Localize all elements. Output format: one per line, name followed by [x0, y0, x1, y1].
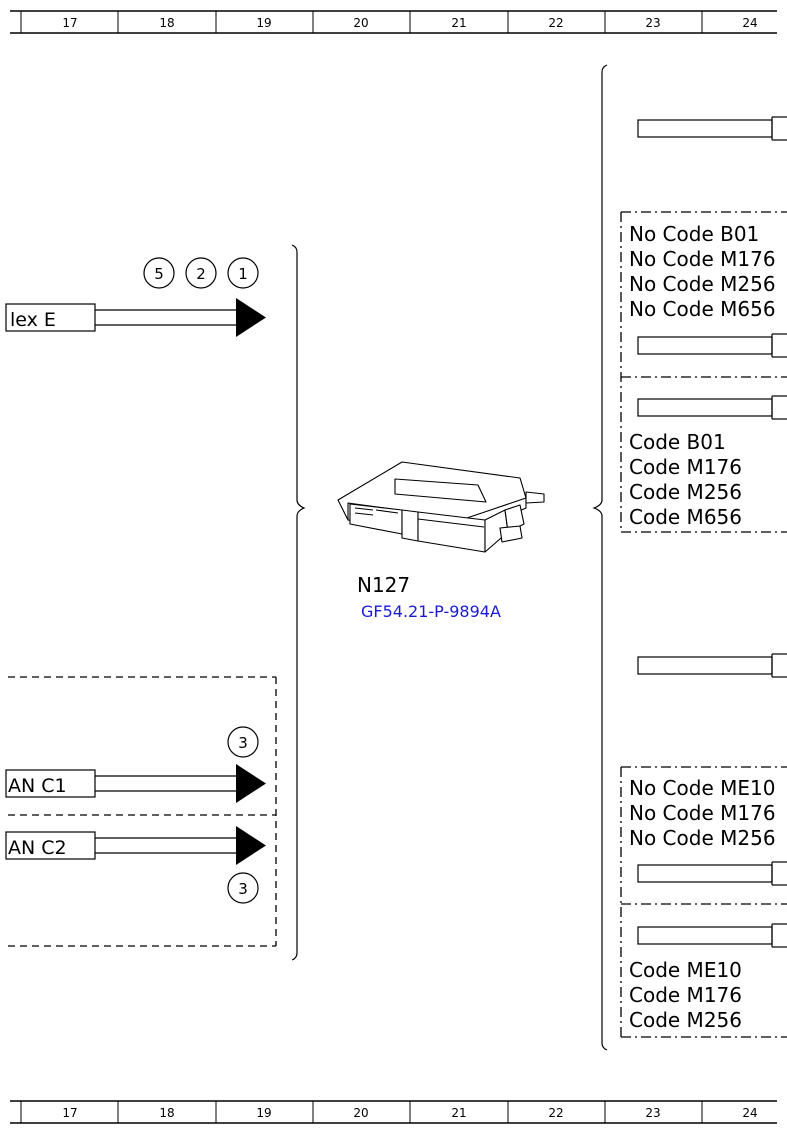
ruler-bottom-col-20: 20: [353, 1106, 368, 1120]
right-connector-2: [637, 333, 787, 358]
group1-not-code-m256: No Code M256: [629, 272, 776, 296]
component-id: N127: [357, 573, 410, 597]
can-c1-arrow-icon: [236, 764, 266, 803]
group2-not-code-m256: No Code M256: [629, 826, 776, 850]
ruler-top-col-23: 23: [645, 16, 660, 30]
can-c1-connector: AN C1 3: [5, 726, 266, 803]
group1-with-codes: Code B01 Code M176 Code M256 Code M656: [629, 430, 742, 529]
flexray-label-box: [5, 303, 96, 332]
group2-code-m256: Code M256: [629, 1008, 742, 1032]
flexray-note-circle-5: [143, 257, 175, 289]
group1-not-code-m656: No Code M656: [629, 297, 776, 321]
bottom-ruler: [10, 1100, 777, 1124]
can-c2-label: AN C2: [8, 837, 67, 859]
group1-not-codes: No Code B01 No Code M176 No Code M256 No…: [629, 222, 776, 321]
ruler-top-col-18: 18: [159, 16, 174, 30]
component-reference-link[interactable]: GF54.21-P-9894A: [361, 602, 501, 621]
flexray-note-5: 5: [154, 265, 164, 283]
flexray-label: lex E: [10, 309, 56, 331]
group1-code-m656: Code M656: [629, 505, 742, 529]
group2-with-codes: Code ME10 Code M176 Code M256: [629, 958, 742, 1032]
ruler-bottom-col-18: 18: [159, 1106, 174, 1120]
can-c1-note-circle: [227, 726, 259, 758]
group2-code-m176: Code M176: [629, 983, 742, 1007]
ruler-top-col-21: 21: [451, 16, 466, 30]
flexray-arrow-icon: [236, 298, 266, 337]
can-c2-arrow-icon: [236, 826, 266, 865]
right-group-2-box: [620, 766, 787, 1038]
flexray-note-1: 1: [238, 265, 248, 283]
can-dashed-box: [8, 676, 277, 947]
can-c1-label: AN C1: [8, 775, 67, 797]
right-connector-5: [637, 861, 787, 886]
control-unit-icon: [337, 461, 545, 553]
right-brace: [592, 64, 608, 1051]
ruler-bottom-col-21: 21: [451, 1106, 466, 1120]
flexray-note-circle-2: [185, 257, 217, 289]
can-c2-note-circle: [227, 872, 259, 904]
group1-code-m176: Code M176: [629, 455, 742, 479]
group2-not-code-m176: No Code M176: [629, 801, 776, 825]
can-c1-note: 3: [238, 734, 248, 752]
group1-not-code-m176: No Code M176: [629, 247, 776, 271]
ruler-top-col-22: 22: [548, 16, 563, 30]
group2-code-me10: Code ME10: [629, 958, 742, 982]
ruler-bottom-col-19: 19: [256, 1106, 271, 1120]
ruler-bottom-col-24: 24: [742, 1106, 757, 1120]
flexray-note-2: 2: [196, 265, 206, 283]
group2-not-codes: No Code ME10 No Code M176 No Code M256: [629, 776, 776, 850]
can-c1-label-box: [5, 769, 96, 798]
ruler-top-col-17: 17: [62, 16, 77, 30]
top-ruler: [10, 10, 777, 34]
group1-code-m256: Code M256: [629, 480, 742, 504]
ruler-top-col-20: 20: [353, 16, 368, 30]
right-connector-6: [637, 923, 787, 948]
right-connector-1: [637, 116, 787, 141]
ruler-bottom-col-17: 17: [62, 1106, 77, 1120]
flexray-connector: lex E 5 2 1: [5, 257, 266, 337]
right-connector-4: [637, 653, 787, 678]
can-c2-connector: AN C2 3: [5, 826, 266, 904]
can-c2-label-box: [5, 831, 96, 860]
group2-not-code-me10: No Code ME10: [629, 776, 775, 800]
ruler-bottom-col-22: 22: [548, 1106, 563, 1120]
right-group-1-box: [620, 211, 787, 533]
right-connector-3: [637, 395, 787, 420]
ruler-top-col-19: 19: [256, 16, 271, 30]
flexray-note-circle-1: [227, 257, 259, 289]
left-brace: [291, 244, 306, 961]
can-c2-note: 3: [238, 880, 248, 898]
ruler-top-col-24: 24: [742, 16, 757, 30]
ruler-bottom-col-23: 23: [645, 1106, 660, 1120]
group1-not-code-b01: No Code B01: [629, 222, 759, 246]
group1-code-b01: Code B01: [629, 430, 726, 454]
